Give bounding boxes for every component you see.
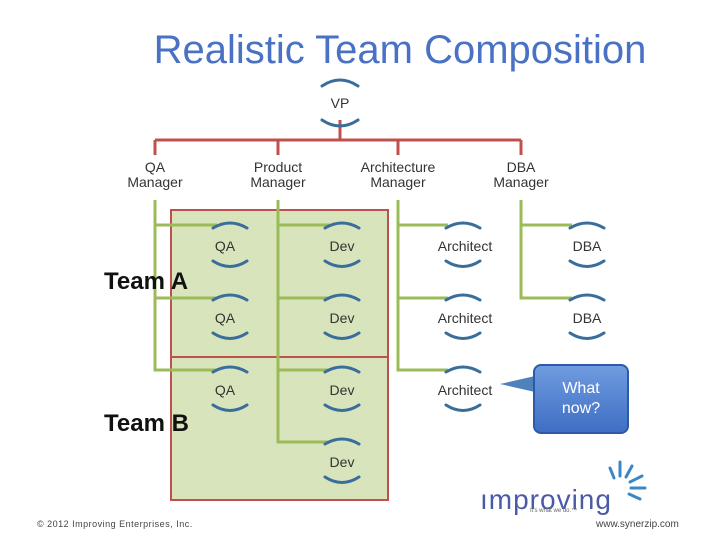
person-arc [444,259,482,268]
team-b-label: Team B [104,410,189,437]
improving-logo: ımproving [480,484,612,515]
person-arc [323,293,361,302]
website-url: www.synerzip.com [596,519,679,530]
vp-label: VP [330,95,350,111]
person-arc [323,475,361,484]
what-now-callout: What now? [533,364,629,434]
person-arc [444,331,482,340]
person-arc [568,259,606,268]
dba-manager-label: DBA Manager [493,159,549,190]
team-a-label: Team A [104,268,189,295]
copyright-text: © 2012 Improving Enterprises, Inc. [37,519,193,529]
person-arc [444,403,482,412]
person-arc [323,403,361,412]
dev-member: Dev [329,454,355,470]
callout-text: What now? [561,380,601,417]
person-arc [444,221,482,230]
person-arc [323,221,361,230]
person-arc [323,365,361,374]
person-arc [211,293,249,302]
person-arc [211,331,249,340]
person-arc [568,293,606,302]
person-arc [211,365,249,374]
team-lines [153,200,572,444]
logo-rays [608,460,647,501]
architect-member: Architect [437,382,493,398]
logo-tagline: It's what we do.™ [530,508,578,514]
person-arc [323,259,361,268]
callout-pointer [500,376,535,392]
person-arc [323,331,361,340]
person-arc [211,259,249,268]
qa-manager-label: QA Manager [127,159,183,190]
architect-member: Architect [437,238,493,254]
architect-member: Architect [437,310,493,326]
qa-member: QA [214,310,236,326]
person-arc [568,221,606,230]
slide-title: Realistic Team Composition [153,28,647,72]
dba-member: DBA [572,238,602,254]
person-arc-vp-top [320,78,360,88]
person-arc [444,365,482,374]
dev-member: Dev [329,238,355,254]
person-arc [211,403,249,412]
qa-member: QA [214,238,236,254]
person-arc [323,437,361,446]
person-arc [568,331,606,340]
architecture-manager-label: Architecture Manager [360,159,436,190]
dev-member: Dev [329,382,355,398]
dev-member: Dev [329,310,355,326]
person-arc-vp-bottom [320,118,360,128]
dba-member: DBA [572,310,602,326]
qa-member: QA [214,382,236,398]
person-arc [211,221,249,230]
org-lines [153,120,523,155]
person-arc [444,293,482,302]
product-manager-label: Product Manager [250,159,306,190]
